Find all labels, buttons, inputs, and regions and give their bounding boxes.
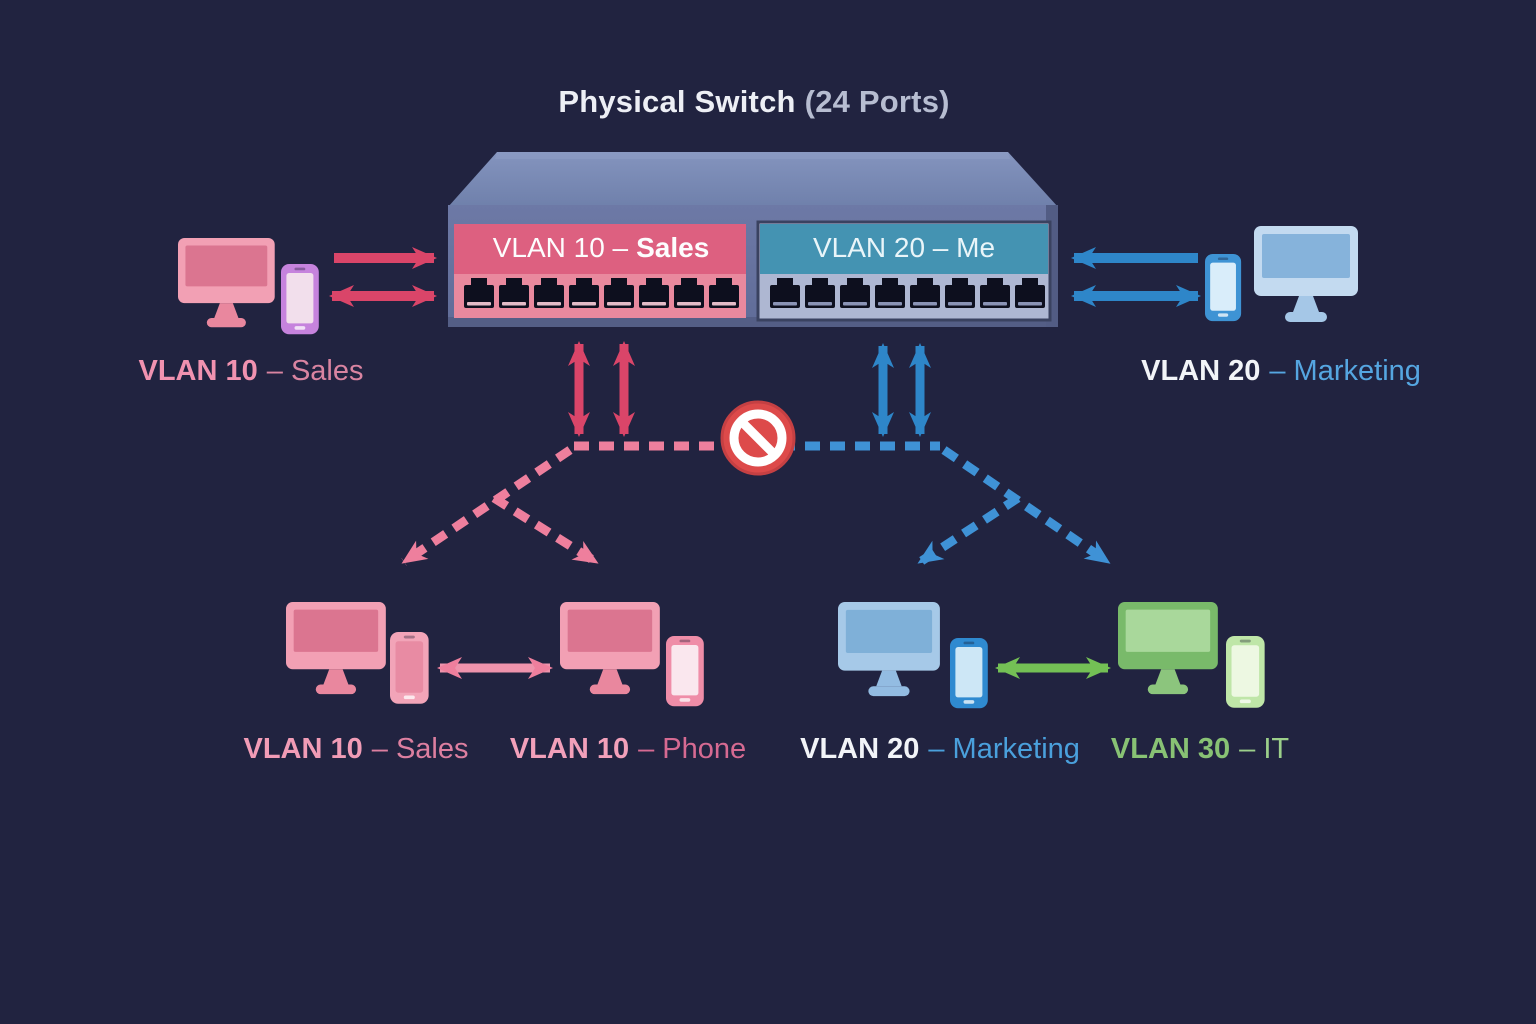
label-vlan: VLAN 10: [509, 733, 630, 765]
vlan20-broadcast-arrow-left: [917, 494, 1021, 566]
switch-bottom-edge: [448, 317, 1058, 327]
vlan10-broadcast-arrow-left: [401, 446, 573, 566]
desktop-monitor-icon: [178, 238, 275, 328]
desktop-monitor-icon: [1254, 226, 1358, 322]
desktop-monitor-icon: [1118, 602, 1218, 695]
physical-switch: [448, 152, 1058, 327]
desktop-monitor-icon: [560, 602, 660, 695]
smartphone-icon: [1226, 636, 1265, 708]
switch-top-face: [448, 152, 1058, 207]
title-suffix: (24 Ports): [804, 84, 950, 119]
vlan20-port-section: [756, 220, 1052, 322]
label-vlan10-phone-bottom: VLAN 10– Phone: [510, 733, 746, 766]
title-main: Physical Switch: [558, 84, 796, 119]
smartphone-icon: [1205, 254, 1242, 322]
smartphone-icon: [281, 264, 319, 335]
vlan10-broadcast-arrow-right: [491, 494, 599, 566]
vlan10-banner-prefix: VLAN 10 –: [492, 232, 629, 263]
device-group-vlan10-sales-top: [178, 238, 319, 335]
label-vlan10-sales-top: VLAN 10– Sales: [139, 355, 364, 388]
vlan10-banner: [454, 224, 746, 274]
label-vlan30-it-bottom: VLAN 30– IT: [1111, 733, 1289, 766]
vlan10-port-section: [454, 224, 746, 318]
switch-top-highlight: [495, 152, 1010, 159]
blocked-icon: [720, 400, 796, 476]
label-vlan: VLAN 20: [800, 733, 920, 765]
label-vlan: VLAN 10: [138, 355, 258, 387]
label-vlan: VLAN 20: [1141, 355, 1261, 387]
vlan10-banner-label: VLAN 10 –Sales: [493, 232, 710, 264]
vlan20-banner: [760, 224, 1048, 274]
label-vlan20-marketing-bottom: VLAN 20– Marketing: [800, 733, 1080, 766]
label-dept: – IT: [1239, 733, 1290, 765]
device-group-vlan20-marketing-top: [1205, 226, 1358, 322]
smartphone-icon: [666, 636, 704, 707]
desktop-monitor-icon: [838, 602, 940, 697]
label-vlan: VLAN 30: [1110, 733, 1231, 765]
device-group-vlan20-marketing-bottom: [838, 602, 988, 709]
label-dept: – Sales: [371, 733, 469, 765]
vlan10-banner-bold: Sales: [636, 232, 710, 263]
label-vlan20-marketing-top: VLAN 20– Marketing: [1141, 355, 1421, 388]
label-dept: – Sales: [266, 355, 364, 387]
device-group-vlan30-it-bottom: [1118, 602, 1265, 708]
label-vlan: VLAN 10: [243, 733, 363, 765]
vlan20-broadcast-arrow-right: [941, 446, 1111, 566]
vlan20-banner-label: VLAN 20 – Me: [812, 232, 996, 263]
label-vlan10-sales-bottom: VLAN 10– Sales: [244, 733, 469, 766]
label-dept: – Marketing: [1269, 355, 1421, 387]
desktop-monitor-icon: [286, 602, 386, 695]
diagram-title: Physical Switch(24 Ports): [558, 84, 949, 120]
label-dept: – Phone: [638, 733, 747, 765]
device-group-vlan10-phone-bottom: [560, 602, 704, 707]
smartphone-icon: [390, 632, 429, 704]
smartphone-icon: [950, 638, 988, 709]
label-dept: – Marketing: [928, 733, 1080, 765]
device-group-vlan10-sales-bottom: [286, 602, 429, 704]
